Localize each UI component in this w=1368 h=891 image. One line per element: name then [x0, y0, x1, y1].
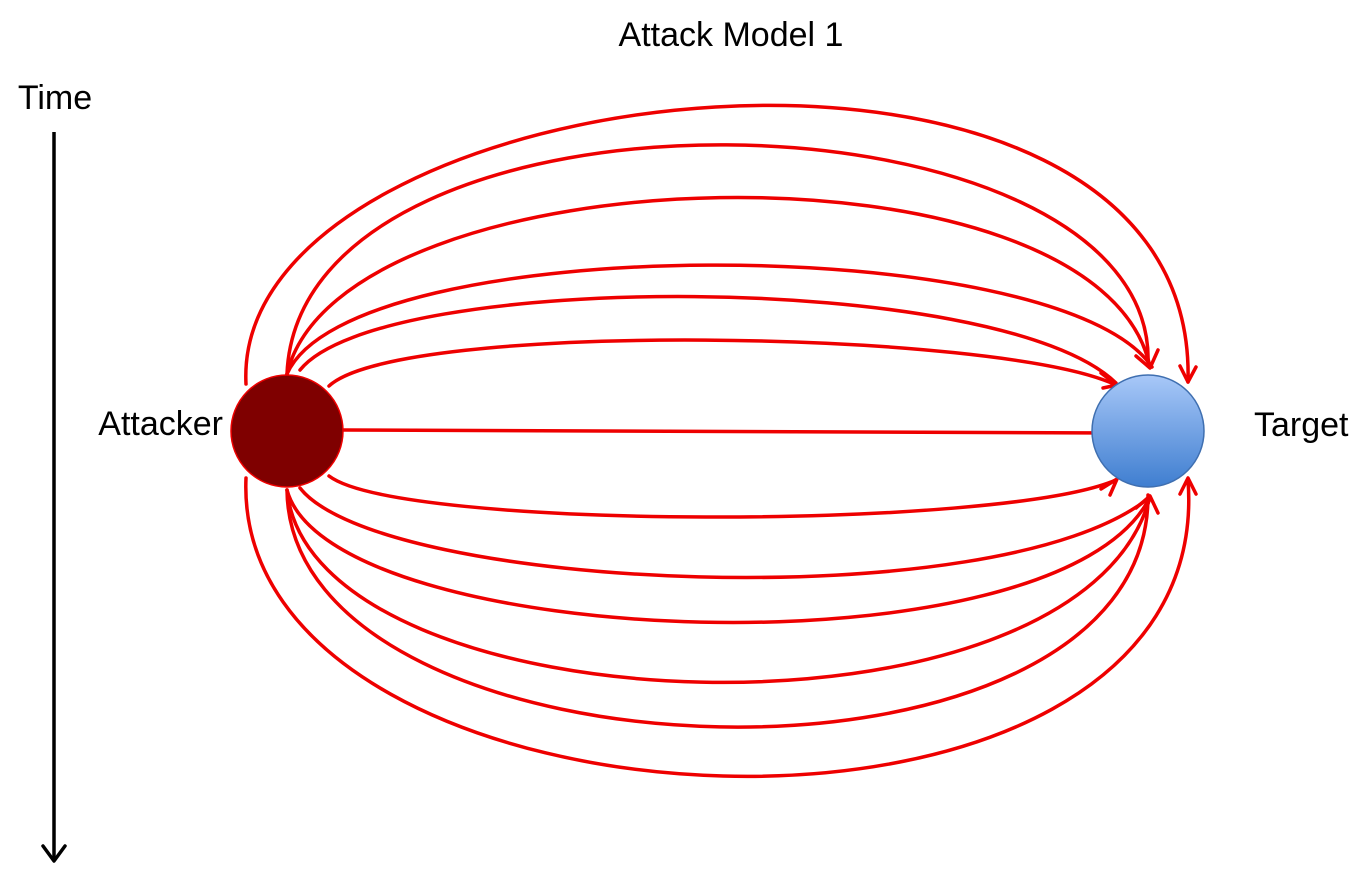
attack-edge	[285, 488, 1152, 685]
arrowhead	[1178, 476, 1198, 496]
attack-edge	[285, 488, 1150, 729]
target-node	[1091, 374, 1205, 488]
diagram-title: Attack Model 1	[619, 16, 844, 54]
attack-edge	[244, 103, 1190, 386]
attack-edge	[342, 428, 1119, 435]
attack-edge	[244, 476, 1191, 779]
attack-edge	[285, 195, 1152, 376]
attack-edge	[298, 294, 1118, 385]
attack-edge	[298, 486, 1152, 580]
attack-edge	[327, 474, 1118, 519]
attacker-label: Attacker	[98, 405, 223, 443]
arrowhead	[1178, 364, 1198, 384]
arrowhead	[1134, 348, 1160, 370]
time-axis-arrowhead	[41, 844, 67, 863]
attack-edge	[327, 338, 1118, 388]
attack-edge	[285, 263, 1154, 376]
attack-edge	[285, 488, 1152, 625]
attacker-node	[230, 374, 344, 488]
arrowhead	[1099, 477, 1119, 497]
arrowhead	[1134, 494, 1160, 515]
attack-edges	[244, 103, 1191, 779]
target-label: Target	[1254, 406, 1349, 444]
time-axis-label: Time	[18, 79, 92, 117]
attack-edge	[285, 143, 1150, 376]
